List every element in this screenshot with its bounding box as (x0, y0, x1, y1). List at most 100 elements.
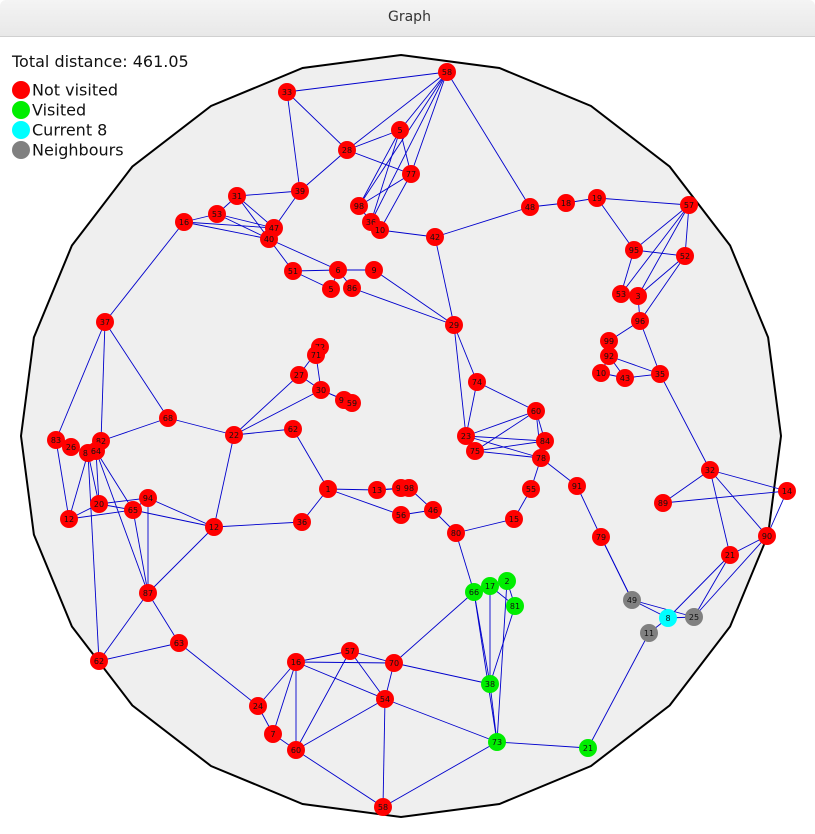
graph-node[interactable]: 27 (290, 366, 308, 384)
graph-node[interactable]: 87 (139, 584, 157, 602)
graph-node[interactable]: 8 (659, 609, 677, 627)
graph-node[interactable]: 46 (424, 501, 442, 519)
graph-node[interactable]: 3 (629, 287, 647, 305)
graph-node[interactable]: 59 (343, 394, 361, 412)
graph-node[interactable]: 52 (676, 247, 694, 265)
graph-node[interactable]: 49 (623, 591, 641, 609)
graph-node[interactable]: 38 (481, 675, 499, 693)
graph-node[interactable]: 12 (60, 510, 78, 528)
graph-node[interactable]: 53 (612, 285, 630, 303)
graph-node[interactable]: 75 (466, 442, 484, 460)
graph-node[interactable]: 36 (293, 513, 311, 531)
graph-node[interactable]: 24 (249, 697, 267, 715)
graph-node[interactable]: 84 (536, 432, 554, 450)
graph-node[interactable]: 83 (47, 431, 65, 449)
graph-node[interactable]: 48 (521, 198, 539, 216)
graph-node[interactable]: 94 (139, 489, 157, 507)
graph-node[interactable]: 73 (488, 733, 506, 751)
graph-node[interactable]: 63 (170, 634, 188, 652)
graph-node[interactable]: 11 (640, 624, 658, 642)
graph-node[interactable]: 21 (721, 546, 739, 564)
graph-node[interactable]: 98 (350, 197, 368, 215)
graph-node[interactable]: 26 (62, 438, 80, 456)
graph-node[interactable]: 43 (616, 369, 634, 387)
graph-node[interactable]: 28 (338, 141, 356, 159)
title-bar[interactable]: Graph (0, 0, 815, 37)
graph-node[interactable]: 86 (343, 279, 361, 297)
graph-node[interactable]: 18 (557, 194, 575, 212)
graph-edge (455, 518, 515, 534)
graph-node[interactable]: 23 (457, 427, 475, 445)
graph-node[interactable]: 25 (685, 608, 703, 626)
graph-node[interactable]: 71 (307, 346, 325, 364)
node-circle (343, 279, 361, 297)
graph-node[interactable]: 77 (402, 165, 420, 183)
graph-node[interactable]: 91 (568, 477, 586, 495)
graph-node[interactable]: 2 (498, 572, 516, 590)
graph-node[interactable]: 39 (291, 182, 309, 200)
graph-node[interactable]: 96 (631, 312, 649, 330)
graph-node[interactable]: 16 (175, 213, 193, 231)
graph-node[interactable]: 15 (505, 510, 523, 528)
graph-node[interactable]: 6 (329, 261, 347, 279)
graph-node[interactable]: 13 (368, 481, 386, 499)
graph-node[interactable]: 60 (287, 741, 305, 759)
graph-node[interactable]: 22 (225, 426, 243, 444)
graph-node[interactable]: 70 (385, 654, 403, 672)
graph-node[interactable]: 95 (625, 241, 643, 259)
graph-node[interactable]: 56 (392, 506, 410, 524)
graph-node[interactable]: 20 (90, 495, 108, 513)
graph-node[interactable]: 51 (284, 262, 302, 280)
graph-node[interactable]: 1 (319, 480, 337, 498)
graph-node[interactable]: 35 (651, 365, 669, 383)
graph-node[interactable]: 33 (278, 83, 296, 101)
graph-node[interactable]: 57 (680, 196, 698, 214)
graph-node[interactable]: 12 (205, 518, 223, 536)
graph-node[interactable]: 81 (506, 597, 524, 615)
graph-node[interactable]: 37 (96, 313, 114, 331)
graph-node[interactable]: 99 (600, 332, 618, 350)
graph-node[interactable]: 54 (376, 690, 394, 708)
graph-node[interactable]: 53 (208, 205, 226, 223)
graph-node[interactable]: 10 (592, 364, 610, 382)
graph-node[interactable]: 16 (287, 653, 305, 671)
graph-node[interactable]: 9 (365, 261, 383, 279)
graph-node[interactable]: 90 (758, 527, 776, 545)
graph-node[interactable]: 92 (600, 347, 618, 365)
graph-node[interactable]: 30 (312, 381, 330, 399)
graph-node[interactable]: 42 (426, 228, 444, 246)
graph-node[interactable]: 32 (701, 461, 719, 479)
graph-node[interactable]: 74 (468, 373, 486, 391)
graph-node[interactable]: 60 (527, 402, 545, 420)
graph-node[interactable]: 64 (87, 442, 105, 460)
graph-node[interactable]: 5 (391, 121, 409, 139)
graph-node[interactable]: 62 (90, 652, 108, 670)
graph-node[interactable]: 65 (124, 501, 142, 519)
graph-node[interactable]: 5 (322, 280, 340, 298)
graph-node[interactable]: 29 (445, 316, 463, 334)
graph-node[interactable]: 14 (778, 482, 796, 500)
graph-node[interactable]: 7 (264, 725, 282, 743)
graph-node[interactable]: 80 (447, 524, 465, 542)
graph-node[interactable]: 68 (159, 409, 177, 427)
node-label: 11 (644, 629, 654, 638)
graph-node[interactable]: 79 (592, 528, 610, 546)
graph-node[interactable]: 58 (374, 798, 392, 816)
graph-edge (132, 509, 215, 528)
graph-node[interactable]: 55 (522, 480, 540, 498)
graph-node[interactable]: 58 (438, 63, 456, 81)
graph-node[interactable]: 98 (400, 479, 418, 497)
graph-node[interactable]: 19 (588, 189, 606, 207)
graph-node[interactable]: 66 (465, 583, 483, 601)
graph-node[interactable]: 21 (579, 739, 597, 757)
graph-edge (637, 255, 686, 297)
graph-node[interactable]: 62 (284, 420, 302, 438)
graph-node[interactable]: 57 (341, 642, 359, 660)
graph-node[interactable]: 78 (532, 449, 550, 467)
graph-node[interactable]: 17 (481, 577, 499, 595)
graph-node[interactable]: 40 (260, 230, 278, 248)
graph-node[interactable]: 10 (371, 221, 389, 239)
graph-node[interactable]: 89 (654, 494, 672, 512)
graph-node[interactable]: 31 (228, 187, 246, 205)
